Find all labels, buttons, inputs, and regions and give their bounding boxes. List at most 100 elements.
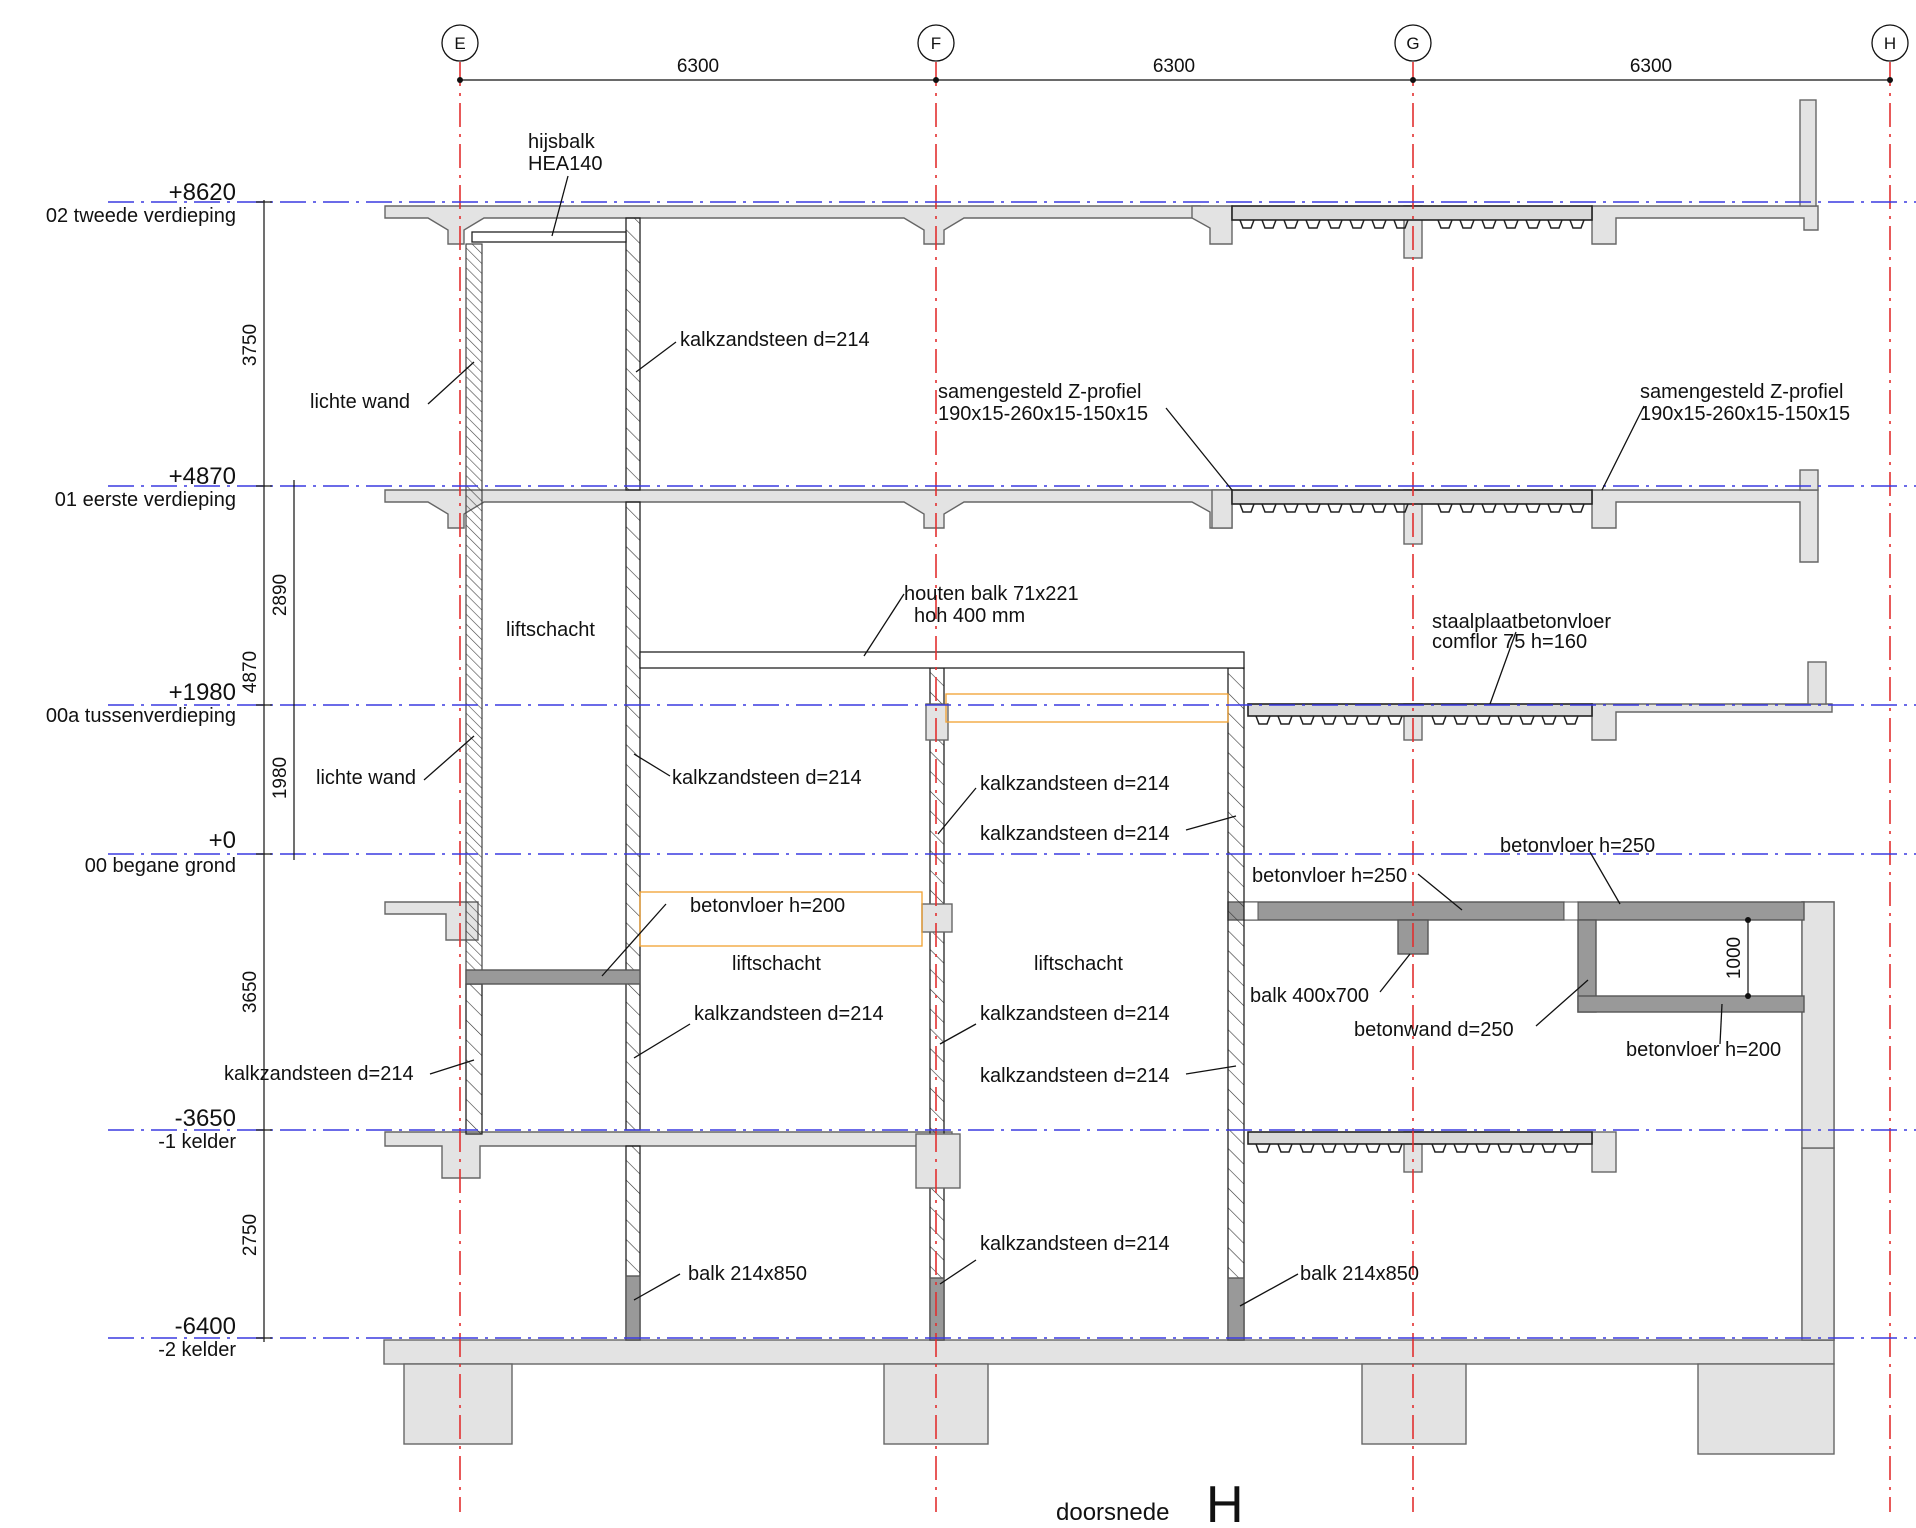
deck-rib-2 [1277, 715, 1293, 725]
deck-rib-0 [1481, 219, 1497, 229]
label-balk-214-right: balk 214x850 [1300, 1263, 1419, 1285]
drawing-title: doorsnede H [1056, 1476, 1244, 1528]
grid-label-h: H [1884, 34, 1896, 53]
grid-label-e: E [454, 34, 465, 53]
deck-rib-3 [1387, 1143, 1403, 1153]
label-lichte-wand-lower: lichte wand [316, 767, 416, 789]
label-kzs-9: kalkzandsteen d=214 [980, 1233, 1170, 1255]
level-lines [108, 201, 1916, 1339]
label-betonvloer-200: betonvloer h=200 [690, 895, 845, 917]
label-liftschacht-left: liftschacht [732, 953, 821, 975]
label-lichte-wand-upper: lichte wand [310, 391, 410, 413]
label-zprofiel-left-1: samengesteld Z-profiel [938, 381, 1141, 403]
deck-rib-0 [1327, 219, 1343, 229]
deck-rib-3 [1321, 1143, 1337, 1153]
leaders [423, 175, 1723, 1307]
deck-rib-1 [1371, 503, 1387, 513]
deck-rib-1 [1459, 503, 1475, 513]
deck-rib-1 [1261, 503, 1277, 513]
deck-rib-0 [1393, 219, 1409, 229]
deck-rib-3 [1299, 1143, 1315, 1153]
deck-rib-3 [1365, 1143, 1381, 1153]
deck-rib-0 [1547, 219, 1563, 229]
spacing-gh: 6300 [1630, 56, 1672, 77]
deck-rib-3 [1541, 1143, 1557, 1153]
label-staalplaat-2: comflor 75 h=160 [1432, 631, 1587, 653]
deck-rib-2 [1431, 715, 1447, 725]
label-kzs-2: kalkzandsteen d=214 [672, 767, 862, 789]
deck-rib-2 [1475, 715, 1491, 725]
label-liftschacht-upper: liftschacht [506, 619, 595, 641]
deck-rib-2 [1343, 715, 1359, 725]
label-staalplaat-1: staalplaatbetonvloer [1432, 611, 1611, 633]
title-prefix: doorsnede [1056, 1499, 1169, 1526]
dim-3750: 3750 [240, 324, 261, 366]
label-betonwand: betonwand d=250 [1354, 1019, 1514, 1041]
deck-rib-1 [1349, 503, 1365, 513]
deck-rib-2 [1255, 715, 1271, 725]
level-1980-name: 00a tussenverdieping [46, 705, 236, 727]
dim-3650: 3650 [240, 971, 261, 1013]
label-kzs-4: kalkzandsteen d=214 [980, 823, 1170, 845]
deck-rib-0 [1459, 219, 1475, 229]
deck-rib-3 [1255, 1143, 1271, 1153]
deck-rib-0 [1305, 219, 1321, 229]
deck-rib-0 [1569, 219, 1585, 229]
label-zprofiel-right-1: samengesteld Z-profiel [1640, 381, 1843, 403]
level-8620: +8620 [169, 179, 236, 206]
grid-bubble-g [1394, 24, 1432, 62]
deck-rib-0 [1437, 219, 1453, 229]
annotations: hijsbalk HEA140 lichte wand kalkzandstee… [224, 131, 1850, 1285]
spacing-fg: 6300 [1153, 56, 1195, 77]
grid-axes: E F G H [441, 24, 1909, 1512]
deck-rib-1 [1437, 503, 1453, 513]
deck-rib-2 [1453, 715, 1469, 725]
deck-rib-1 [1239, 503, 1255, 513]
deck-rib-2 [1497, 715, 1513, 725]
deck-rib-0 [1371, 219, 1387, 229]
grid-label-f: F [931, 34, 941, 53]
deck-rib-1 [1481, 503, 1497, 513]
level-8620-name: 02 tweede verdieping [46, 205, 236, 227]
dim-4870: 4870 [240, 651, 261, 693]
grid-label-g: G [1406, 34, 1419, 53]
deck-rib-0 [1283, 219, 1299, 229]
label-balk-400: balk 400x700 [1250, 985, 1369, 1007]
spacing-ef: 6300 [677, 56, 719, 77]
label-kzs-1: kalkzandsteen d=214 [680, 329, 870, 351]
foundation [383, 901, 1835, 1455]
deck-rib-1 [1327, 503, 1343, 513]
deck-rib-0 [1349, 219, 1365, 229]
deck-rib-1 [1283, 503, 1299, 513]
grid-bubble-e [441, 24, 479, 62]
level-6400-name: -2 kelder [158, 1339, 236, 1361]
deck-rib-3 [1277, 1143, 1293, 1153]
label-balk-214-left: balk 214x850 [688, 1263, 807, 1285]
dim-2750: 2750 [240, 1214, 261, 1256]
level-3650-name: -1 kelder [158, 1131, 236, 1153]
label-hijsbalk: hijsbalk [528, 131, 596, 153]
deck-rib-3 [1497, 1143, 1513, 1153]
deck-rib-3 [1519, 1143, 1535, 1153]
level-3650: -3650 [175, 1105, 236, 1132]
level-labels: +8620 02 tweede verdieping +4870 01 eers… [46, 179, 236, 1361]
dim-1980: 1980 [270, 757, 291, 799]
level-0: +0 [209, 827, 236, 854]
top-dimension-chain: 6300 6300 6300 [457, 56, 1893, 83]
label-houten-1: houten balk 71x221 [904, 583, 1079, 605]
deck-rib-2 [1365, 715, 1381, 725]
level-4870: +4870 [169, 463, 236, 490]
level-6400: -6400 [175, 1313, 236, 1340]
vertical-dimensions: 3750 3650 2750 2890 4870 1980 1000 [240, 200, 1751, 1342]
deck-rib-0 [1503, 219, 1519, 229]
label-liftschacht-right: liftschacht [1034, 953, 1123, 975]
deck-rib-0 [1525, 219, 1541, 229]
label-kzs-5: kalkzandsteen d=214 [694, 1003, 884, 1025]
label-hea140: HEA140 [528, 153, 603, 175]
deck-rib-2 [1519, 715, 1535, 725]
label-zprofiel-left-2: 190x15-260x15-150x15 [938, 403, 1148, 425]
deck-rib-2 [1299, 715, 1315, 725]
deck-rib-3 [1453, 1143, 1469, 1153]
deck-rib-2 [1541, 715, 1557, 725]
deck-rib-0 [1239, 219, 1255, 229]
